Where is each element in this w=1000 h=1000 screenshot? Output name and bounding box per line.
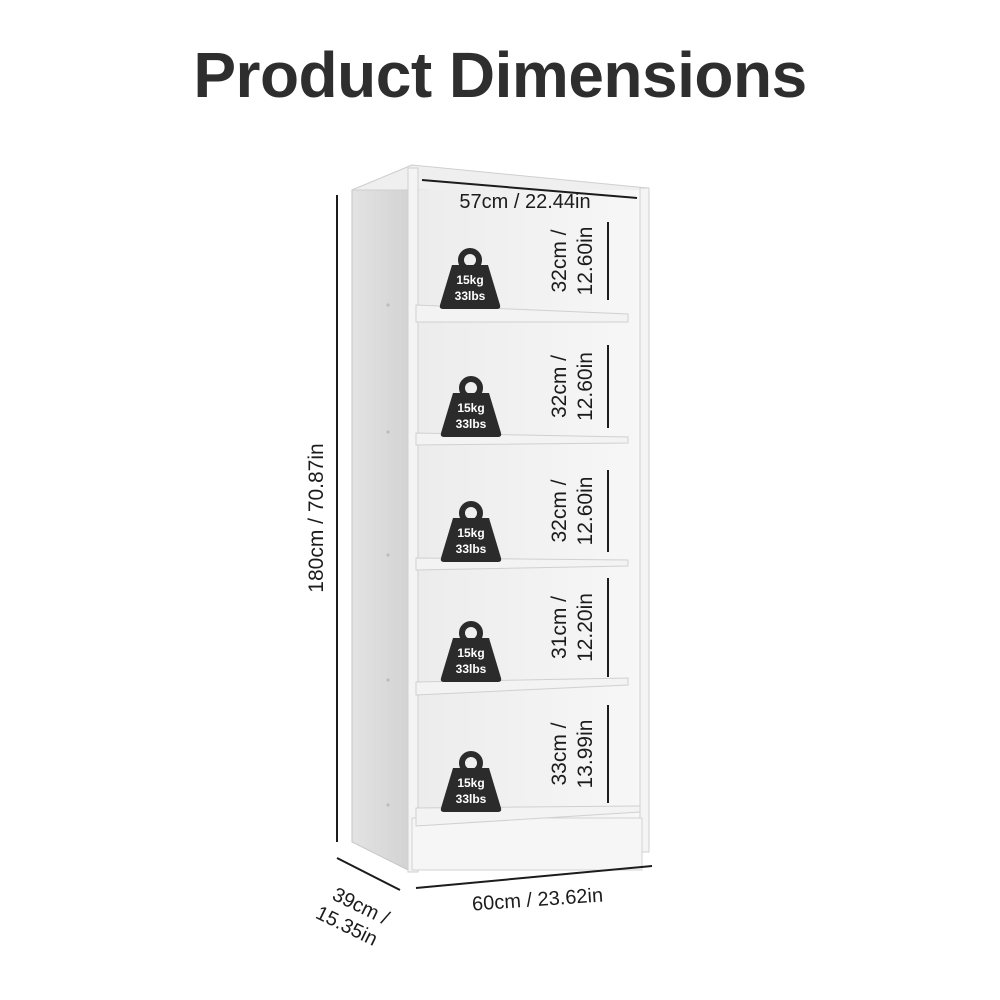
shelf-height-label-line1: 32cm / (548, 229, 571, 292)
page-title: Product Dimensions (193, 39, 807, 111)
load-kg-label: 15kg (457, 646, 484, 660)
shelf-board (415, 304, 629, 323)
load-kg-label: 15kg (457, 526, 484, 540)
bottom-width-line (415, 865, 653, 889)
shelf-height-label-line2: 12.60in (574, 477, 597, 546)
weight-icon (440, 376, 502, 437)
compartment-4: 15kg 33lbs 31cm /12.20in (440, 578, 609, 682)
front-right-edge (639, 187, 650, 853)
bottom-width-label: 60cm / 23.62in (471, 884, 603, 915)
shelf-height-label-line1: 33cm / (548, 722, 571, 785)
shelf-height-label-line1: 31cm / (548, 596, 571, 659)
load-kg-label: 15kg (456, 273, 483, 287)
shelf-height-label-line2: 12.60in (574, 352, 597, 421)
load-kg-label: 15kg (457, 776, 484, 790)
shelf-height-label-line2: 12.20in (574, 593, 597, 662)
load-lbs-label: 33lbs (456, 792, 487, 806)
load-lbs-label: 33lbs (456, 662, 487, 676)
load-lbs-label: 33lbs (456, 542, 487, 556)
side-panel (351, 164, 413, 873)
weight-icon (439, 248, 501, 309)
depth-line (336, 857, 401, 891)
weight-icon (440, 621, 502, 682)
shelf-height-label-line1: 32cm / (548, 479, 571, 542)
shelf-height-label-line2: 12.60in (574, 227, 597, 296)
top-width-label: 57cm / 22.44in (459, 191, 590, 213)
load-kg-label: 15kg (457, 401, 484, 415)
compartment-1: 15kg 33lbs 32cm /12.60in (439, 222, 609, 309)
weight-icon (440, 751, 502, 812)
shelf-height-label-line2: 13.99in (574, 720, 597, 789)
pin-holes (386, 303, 390, 807)
shelf-board (415, 677, 629, 696)
compartment-2: 15kg 33lbs 32cm /12.60in (440, 345, 609, 437)
load-lbs-label: 33lbs (455, 289, 486, 303)
compartment-5: 15kg 33lbs 33cm /13.99in (440, 705, 609, 812)
load-lbs-label: 33lbs (456, 417, 487, 431)
weight-icon (440, 501, 502, 562)
compartment-3: 15kg 33lbs 32cm /12.60in (440, 470, 609, 562)
front-left-edge (407, 167, 419, 873)
shelf-height-label-line1: 32cm / (548, 355, 571, 418)
plinth (411, 817, 643, 871)
total-height-label: 180cm / 70.87in (305, 443, 328, 592)
top-width-line (421, 179, 638, 199)
